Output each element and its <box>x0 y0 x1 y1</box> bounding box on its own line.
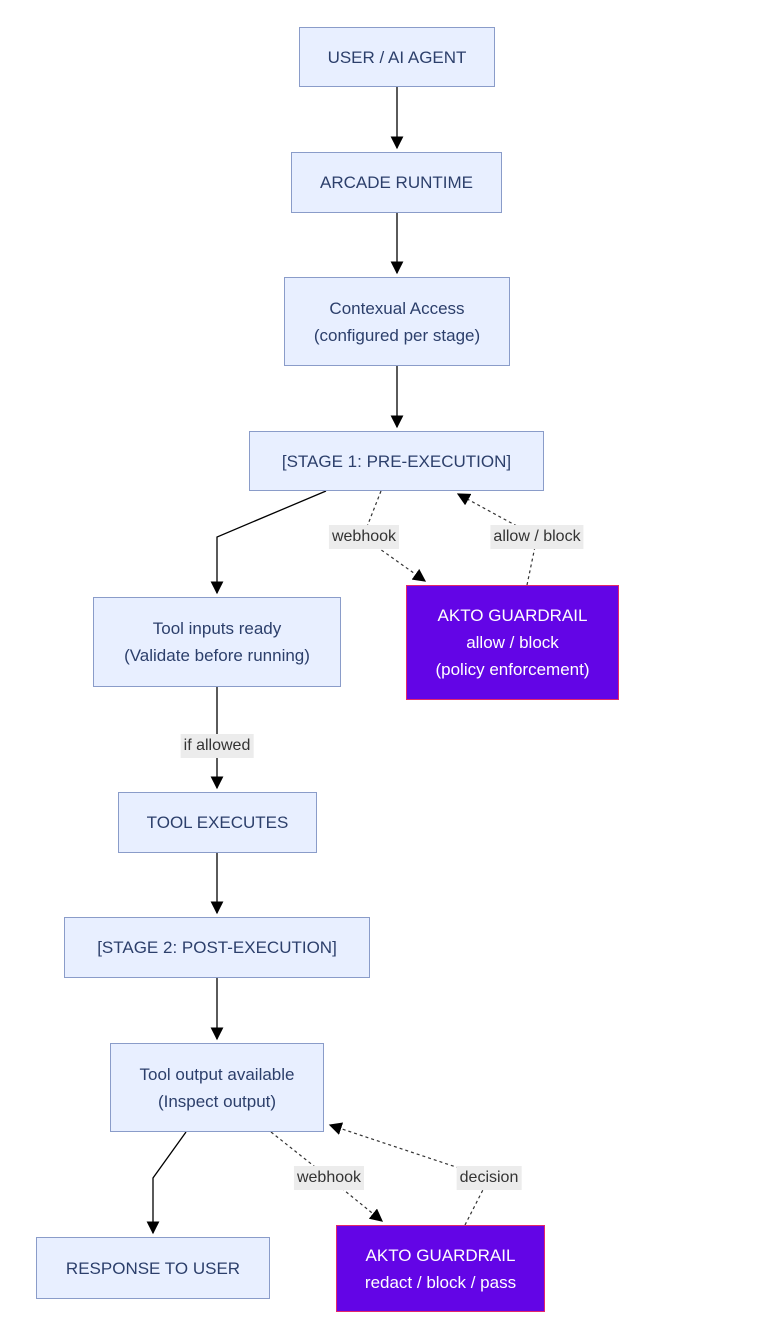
label-decision: decision <box>456 1166 522 1190</box>
node-text-line: allow / block <box>466 633 559 652</box>
node-text-line: TOOL EXECUTES <box>146 813 289 832</box>
label-webhook-2: webhook <box>293 1166 365 1190</box>
node-text-line: redact / block / pass <box>364 1272 517 1292</box>
node-text-line: AKTO GUARDRAIL <box>365 1245 516 1265</box>
node-text-line: ARCADE RUNTIME <box>319 173 473 192</box>
node-response-to-user: RESPONSE TO USER <box>36 1237 270 1299</box>
node-user-ai-agent: USER / AI AGENT <box>299 27 495 87</box>
node-text-line: Tool inputs ready <box>152 619 282 638</box>
node-stage2-post-execution: [STAGE 2: POST-EXECUTION] <box>64 917 370 978</box>
node-text-line: (Inspect output) <box>157 1091 277 1111</box>
node-arcade-runtime: ARCADE RUNTIME <box>291 152 502 213</box>
node-tool-executes: TOOL EXECUTES <box>118 792 317 853</box>
node-tool-output-available: Tool output available (Inspect output) <box>110 1043 324 1132</box>
node-tool-inputs-ready: Tool inputs ready (Validate before runnin… <box>93 597 341 687</box>
node-text-line: RESPONSE TO USER <box>65 1258 241 1278</box>
label-if-allowed: if allowed <box>180 734 254 758</box>
node-stage1-pre-execution: [STAGE 1: PRE-EXECUTION] <box>249 431 544 491</box>
node-text-line: [STAGE 1: PRE-EXECUTION] <box>281 451 512 471</box>
node-text-line: (configured per stage) <box>313 325 481 345</box>
node-text-line: Tool output available <box>139 1064 295 1084</box>
node-text-line: AKTO GUARDRAIL <box>437 606 588 625</box>
node-akto-guardrail-2: AKTO GUARDRAIL redact / block / pass <box>336 1225 545 1312</box>
node-text-line: Contexual Access <box>329 298 465 318</box>
node-akto-guardrail-1: AKTO GUARDRAIL allow / block (policy enfor… <box>406 585 619 700</box>
label-allow-block: allow / block <box>490 525 584 549</box>
node-text-line: [STAGE 2: POST-EXECUTION] <box>97 938 337 957</box>
node-text-line: USER / AI AGENT <box>327 47 467 67</box>
label-webhook-1: webhook <box>328 525 400 549</box>
node-text-line: (policy enforcement) <box>435 660 590 679</box>
edge-output-response <box>146 1131 187 1235</box>
node-text-line: (Validate before running) <box>124 646 310 665</box>
edge-guard2-output-decision <box>328 1122 490 1226</box>
edge-stage1-inputs <box>210 490 327 595</box>
node-contextual-access: Contexual Access (configured per stage) <box>284 277 510 366</box>
